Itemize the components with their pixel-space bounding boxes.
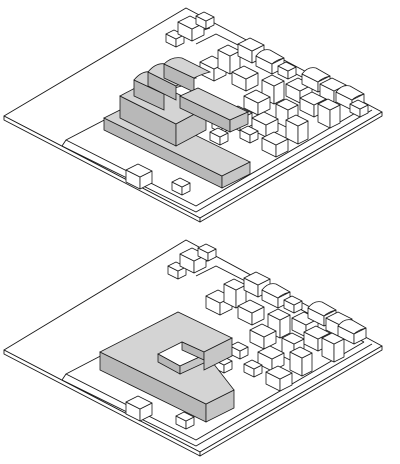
proposed-massing-bottom [99,311,235,423]
site-model-bottom [3,239,383,457]
proposed-massing-top [103,57,251,189]
site-model-top [3,7,383,223]
